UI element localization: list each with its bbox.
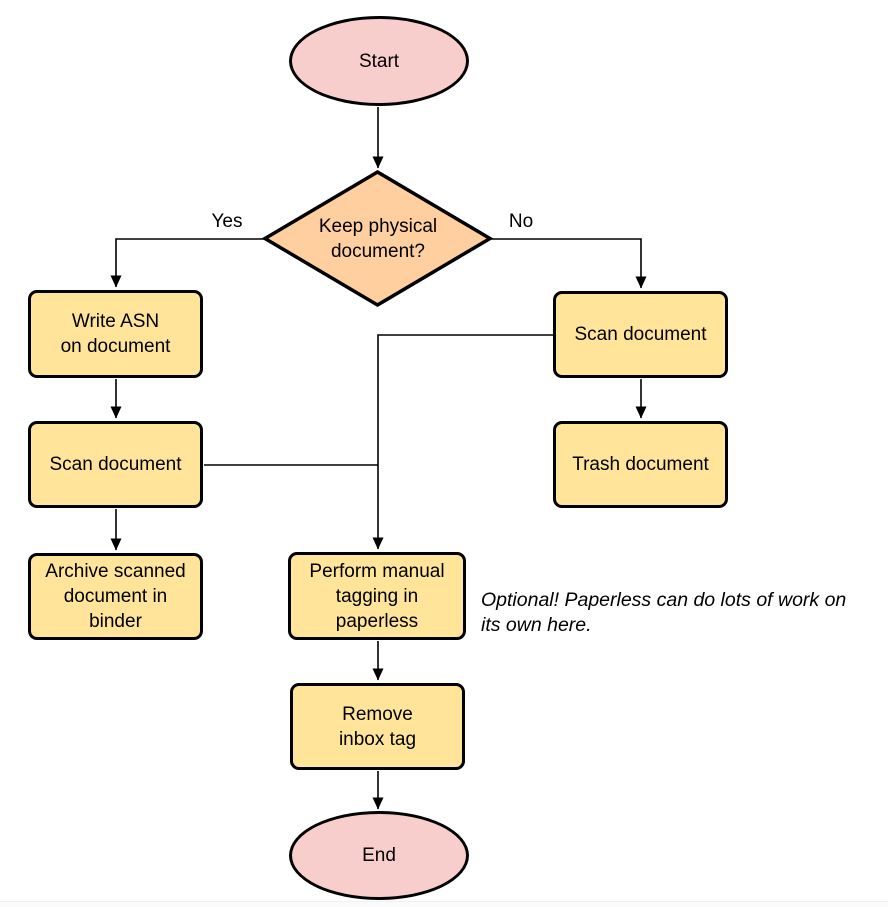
page-bottom-divider	[0, 901, 888, 907]
node-archive-in-binder: Archive scanned document in binder	[28, 553, 203, 640]
remove-line-1: Remove	[342, 703, 413, 725]
edge-label-no: No	[508, 211, 534, 232]
decision-line-2: document?	[330, 241, 425, 262]
edge-decision-no-to-scan-right	[490, 238, 647, 289]
node-perform-manual-tagging: Perform manual tagging in paperless	[288, 552, 466, 640]
write-asn-line-2: on document	[60, 336, 171, 357]
edge-scan-right-to-perform	[372, 334, 553, 550]
archive-line-3: binder	[89, 611, 142, 632]
decision-line-1: Keep physical	[318, 216, 438, 237]
edge-decision-yes-to-write-asn	[110, 238, 265, 288]
node-end-label: End	[362, 845, 396, 866]
trash-label: Trash document	[572, 454, 709, 475]
scan-right-label: Scan document	[574, 324, 707, 345]
node-end: End	[289, 811, 469, 900]
perform-line-2: tagging in	[335, 585, 419, 607]
archive-line-2: document in	[63, 586, 168, 607]
decision-diamond-shape	[261, 169, 494, 308]
node-start: Start	[289, 16, 469, 106]
node-scan-document-left: Scan document	[28, 421, 203, 508]
node-decision-label: Keep physical document?	[280, 214, 476, 264]
note-line-2: its own here.	[481, 614, 592, 636]
optional-note: Optional! Paperless can do lots of work …	[481, 588, 885, 638]
archive-line-1: Archive scanned	[45, 561, 186, 582]
node-remove-inbox-tag: Remove inbox tag	[290, 683, 465, 770]
note-line-1: Optional! Paperless can do lots of work …	[481, 589, 847, 611]
edge-label-yes: Yes	[211, 211, 243, 232]
perform-line-3: paperless	[335, 610, 419, 632]
scan-left-label: Scan document	[49, 454, 182, 475]
perform-line-1: Perform manual	[309, 560, 445, 582]
node-start-label: Start	[358, 50, 400, 72]
node-trash-document: Trash document	[553, 421, 728, 508]
write-asn-line-1: Write ASN	[71, 311, 160, 332]
node-write-asn: Write ASN on document	[28, 290, 203, 378]
remove-line-2: inbox tag	[338, 728, 417, 750]
node-scan-document-right: Scan document	[553, 291, 728, 378]
